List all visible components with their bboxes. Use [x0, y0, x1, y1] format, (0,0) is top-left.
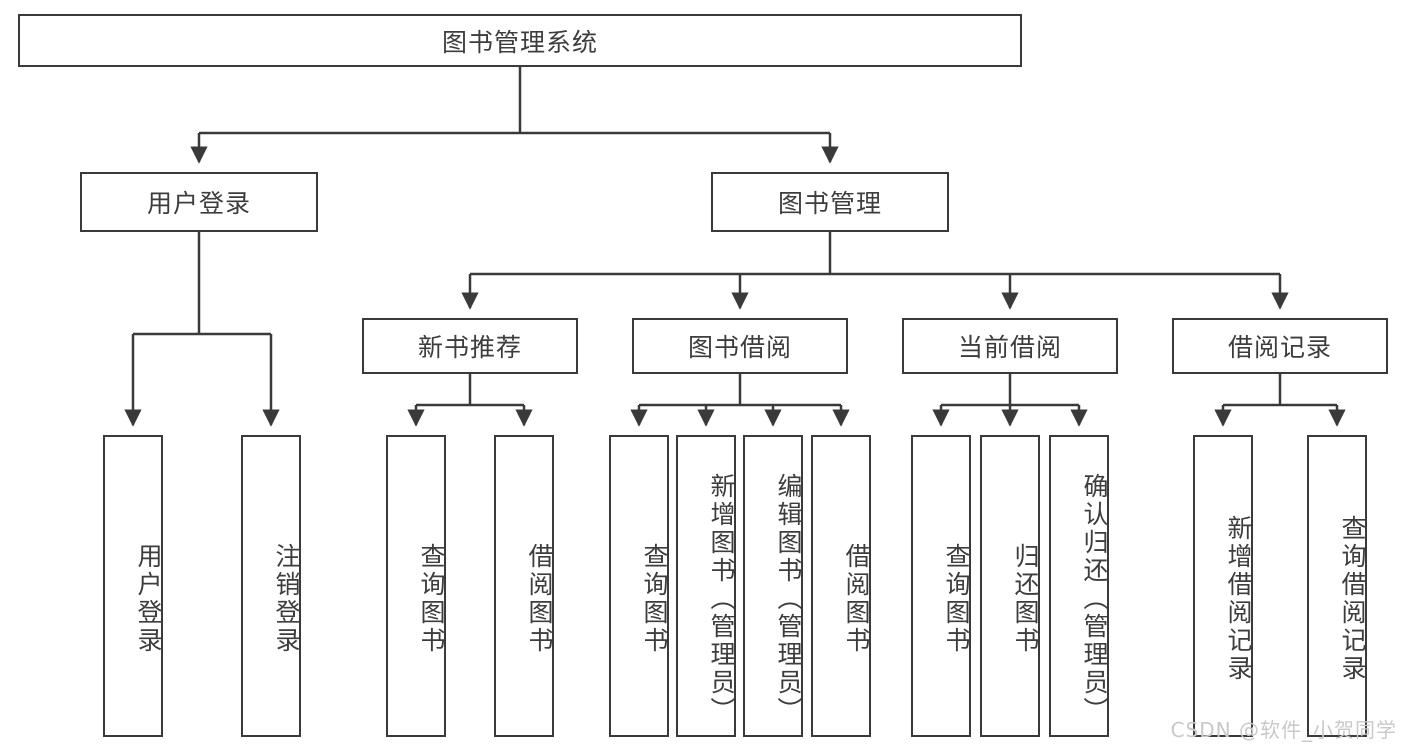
watermark-text: CSDN @软件_小贺同学	[1170, 718, 1397, 742]
node-book-borrow[interactable]: 图书借阅	[632, 318, 848, 374]
node-root-system[interactable]: 图书管理系统	[18, 14, 1022, 67]
node-user-login[interactable]: 用户登录	[80, 172, 318, 232]
leaf-current-borrow-return[interactable]: 归还图书	[980, 435, 1040, 737]
leaf-current-borrow-query[interactable]: 查询图书	[911, 435, 971, 737]
leaf-book-borrow-query[interactable]: 查询图书	[609, 435, 669, 737]
leaf-new-book-borrow[interactable]: 借阅图书	[494, 435, 554, 737]
node-current-borrow[interactable]: 当前借阅	[902, 318, 1118, 374]
leaf-user-login-logout[interactable]: 注销登录	[241, 435, 301, 737]
leaf-borrow-record-query[interactable]: 查询借阅记录	[1307, 435, 1367, 737]
node-borrow-record[interactable]: 借阅记录	[1172, 318, 1388, 374]
leaf-book-borrow-add[interactable]: 新增图书（管理员）	[676, 435, 736, 737]
node-book-management[interactable]: 图书管理	[711, 172, 949, 232]
leaf-book-borrow-borrow[interactable]: 借阅图书	[811, 435, 871, 737]
leaf-user-login-login[interactable]: 用户登录	[103, 435, 163, 737]
node-new-book-recommend[interactable]: 新书推荐	[362, 318, 578, 374]
leaf-book-borrow-edit[interactable]: 编辑图书（管理员）	[743, 435, 803, 737]
leaf-current-borrow-confirm-return[interactable]: 确认归还（管理员）	[1049, 435, 1109, 737]
leaf-new-book-query[interactable]: 查询图书	[386, 435, 446, 737]
leaf-borrow-record-add[interactable]: 新增借阅记录	[1193, 435, 1253, 737]
